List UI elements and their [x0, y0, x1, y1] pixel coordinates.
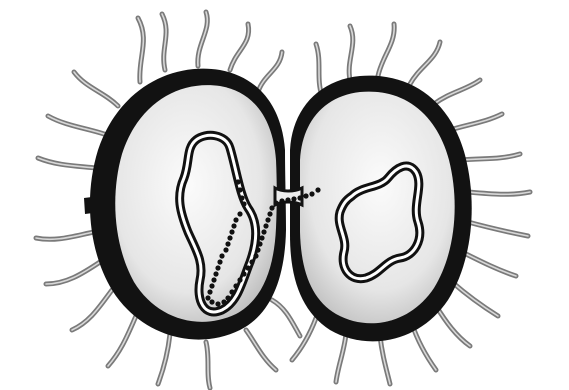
dna-bead	[241, 201, 246, 206]
dna-bead	[205, 295, 210, 300]
dna-bead	[233, 217, 238, 222]
dna-bead	[297, 195, 302, 200]
dna-bead	[207, 289, 212, 294]
dna-bead	[291, 196, 296, 201]
dna-bead	[267, 211, 272, 216]
dna-bead	[257, 241, 262, 246]
dna-bead	[309, 191, 314, 196]
dna-bead	[221, 299, 226, 304]
dna-bead	[239, 195, 244, 200]
dna-bead	[219, 253, 224, 258]
dna-bead	[237, 211, 242, 216]
dna-bead	[225, 295, 230, 300]
dna-bead	[213, 271, 218, 276]
dna-bead	[215, 265, 220, 270]
dna-bead	[253, 253, 258, 258]
dna-bead	[237, 187, 242, 192]
dna-bead	[285, 197, 290, 202]
dna-bead	[237, 277, 242, 282]
pilus	[412, 324, 436, 370]
dna-bead	[303, 193, 308, 198]
dna-bead	[241, 271, 246, 276]
pilus-highlight	[380, 336, 390, 384]
cell-wall-stub	[84, 196, 101, 214]
dna-bead	[279, 198, 284, 203]
pilus	[436, 306, 470, 346]
recipient-cell	[290, 76, 472, 342]
dna-bead	[209, 299, 214, 304]
pilus	[108, 316, 136, 366]
dna-bead	[227, 235, 232, 240]
dna-bead	[233, 283, 238, 288]
dna-bead	[225, 241, 230, 246]
dna-bead	[229, 229, 234, 234]
donor-cell	[90, 69, 286, 340]
dna-bead	[315, 187, 320, 192]
dna-bead	[211, 277, 216, 282]
pilus	[72, 290, 112, 330]
recipient-cytoplasm	[300, 92, 455, 324]
dna-bead	[249, 259, 254, 264]
pilus-highlight	[468, 222, 528, 236]
pilus	[272, 300, 300, 336]
dna-bead	[263, 223, 268, 228]
dna-bead	[269, 205, 274, 210]
dna-bead	[223, 247, 228, 252]
dna-bead	[265, 217, 270, 222]
pilus-highlight	[434, 80, 480, 104]
dna-bead	[273, 200, 278, 205]
dna-bead	[259, 235, 264, 240]
dna-bead	[245, 265, 250, 270]
pilus-highlight	[336, 334, 346, 382]
dna-bead	[209, 283, 214, 288]
dna-bead	[255, 247, 260, 252]
pilus	[46, 262, 100, 284]
dna-bead	[261, 229, 266, 234]
dna-bead	[231, 223, 236, 228]
pilus-highlight	[230, 24, 249, 70]
dna-bead	[229, 289, 234, 294]
pilus	[158, 334, 170, 384]
dna-bead	[215, 301, 220, 306]
dna-bead	[217, 259, 222, 264]
dna-bead	[235, 179, 240, 184]
